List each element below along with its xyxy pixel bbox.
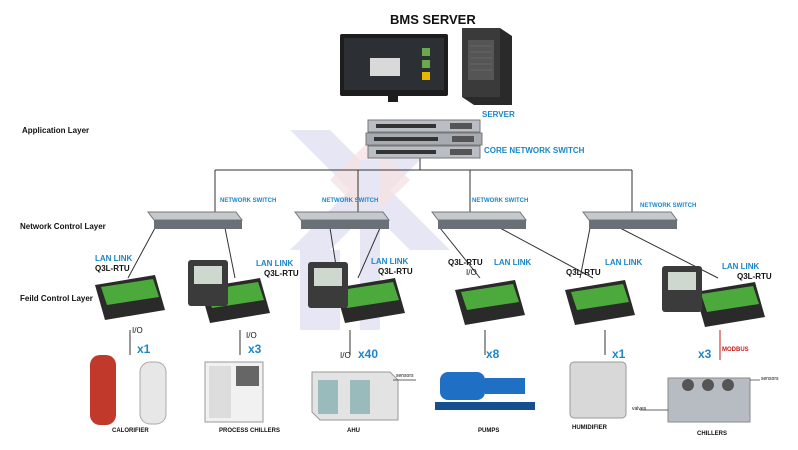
multiplier-4: x8 (486, 347, 500, 361)
rtu-label-4: Q3L-RTU (448, 258, 483, 267)
core-switch-stack (365, 119, 483, 159)
equipment-label-chillers: CHILLERS (697, 431, 727, 437)
server-tower (462, 28, 512, 105)
field-layer-label: Feild Control Layer (20, 294, 93, 303)
equipment-label-pumps: PUMPS (478, 428, 500, 434)
lan-link-label-2: LAN LINK (256, 259, 294, 268)
bms-monitor (340, 34, 448, 102)
rtu-devices (95, 275, 765, 327)
io-label-2: I/O (246, 331, 257, 340)
multiplier-3: x40 (358, 347, 379, 361)
core-switch-label: CORE NETWORK SWITCH (484, 146, 585, 155)
application-layer-label: Application Layer (22, 126, 90, 135)
multiplier-2: x3 (248, 342, 262, 356)
modbus-label: MODBUS (722, 347, 749, 353)
rtu-label-6: Q3L-RTU (737, 272, 772, 281)
rtu-label-5: Q3L-RTU (566, 268, 601, 277)
server-label: SERVER (482, 110, 515, 119)
equipment-label-humidifier: HUMIDIFIER (572, 425, 607, 431)
equipment-illustrations (90, 355, 760, 425)
io-label-4: I/O (466, 268, 477, 277)
equipment-label-ahu: AHU (347, 428, 360, 434)
lan-link-label-4: LAN LINK (494, 258, 532, 267)
power-meters (188, 260, 702, 312)
chillers-valves-note: valves (632, 406, 647, 412)
network-switch-label-2: NETWORK SWITCH (322, 198, 379, 204)
lan-link-label-5: LAN LINK (605, 258, 643, 267)
network-links (127, 158, 721, 360)
network-switch-label-3: NETWORK SWITCH (472, 198, 529, 204)
equipment-label-calorifier: CALORIFIER (112, 428, 149, 434)
chillers-sensors-note: sensors (761, 376, 779, 382)
lan-link-label-6: LAN LINK (722, 262, 760, 271)
lan-link-label-1: LAN LINK (95, 254, 133, 263)
network-switches (147, 211, 678, 229)
network-switch-label-1: NETWORK SWITCH (220, 198, 277, 204)
ahu-sensors-note: sensors (396, 373, 414, 379)
diagram-title: BMS SERVER (390, 12, 476, 27)
lan-link-label-3: LAN LINK (371, 257, 409, 266)
multiplier-5: x1 (612, 347, 626, 361)
network-layer-label: Network Control Layer (20, 222, 106, 231)
io-label-1: I/O (132, 326, 143, 335)
multiplier-1: x1 (137, 342, 151, 356)
equipment-label-process-chillers: PROCESS CHILLERS (219, 428, 281, 434)
io-label-3: I/O (340, 351, 351, 360)
rtu-label-1: Q3L-RTU (95, 264, 130, 273)
rtu-label-3: Q3L-RTU (378, 267, 413, 276)
multiplier-6: x3 (698, 347, 712, 361)
rtu-label-2: Q3L-RTU (264, 269, 299, 278)
network-switch-label-4: NETWORK SWITCH (640, 203, 697, 209)
